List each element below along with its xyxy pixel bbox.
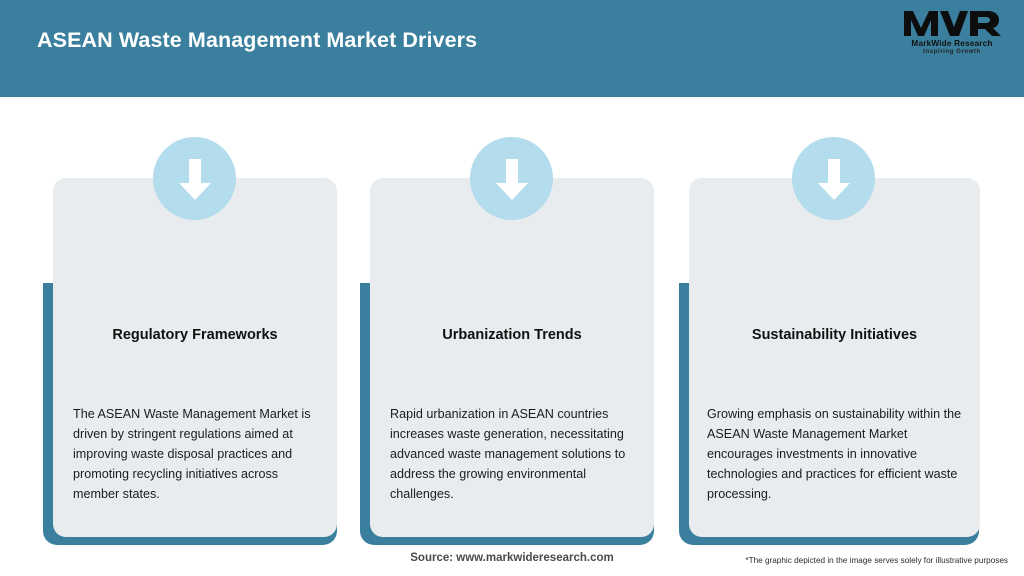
logo-tagline: Inspiring Growth	[923, 49, 981, 55]
markwide-research-logo: MarkWide Research Inspiring Growth	[898, 8, 1006, 60]
arrow-down-icon	[153, 137, 236, 220]
card-description: Growing emphasis on sustainability withi…	[707, 407, 962, 501]
card-panel: Regulatory Frameworks The ASEAN Waste Ma…	[53, 178, 337, 537]
card-description: The ASEAN Waste Management Market is dri…	[73, 407, 311, 501]
arrow-down-icon	[470, 137, 553, 220]
page-header: ASEAN Waste Management Market Drivers Ma…	[0, 0, 1024, 97]
driver-card-1: Regulatory Frameworks The ASEAN Waste Ma…	[43, 97, 343, 547]
card-title: Sustainability Initiatives	[751, 327, 918, 343]
source-label: Source: www.markwideresearch.com	[410, 552, 614, 564]
card-panel: Urbanization Trends Rapid urbanization i…	[370, 178, 654, 537]
page-title: ASEAN Waste Management Market Drivers	[37, 28, 478, 52]
driver-card-3: Sustainability Initiatives Growing empha…	[679, 97, 980, 547]
card-description: Rapid urbanization in ASEAN countries in…	[390, 407, 626, 501]
card-panel: Sustainability Initiatives Growing empha…	[689, 178, 980, 537]
disclaimer-label: *The graphic depicted in the image serve…	[745, 556, 1008, 565]
card-title: Regulatory Frameworks	[112, 327, 278, 343]
logo-company-name: MarkWide Research	[911, 39, 993, 48]
mwr-logo-mark	[898, 8, 1006, 38]
arrow-down-icon	[792, 137, 875, 220]
drivers-card-row: Regulatory Frameworks The ASEAN Waste Ma…	[0, 97, 1024, 547]
card-title: Urbanization Trends	[442, 327, 582, 343]
driver-card-2: Urbanization Trends Rapid urbanization i…	[360, 97, 660, 547]
